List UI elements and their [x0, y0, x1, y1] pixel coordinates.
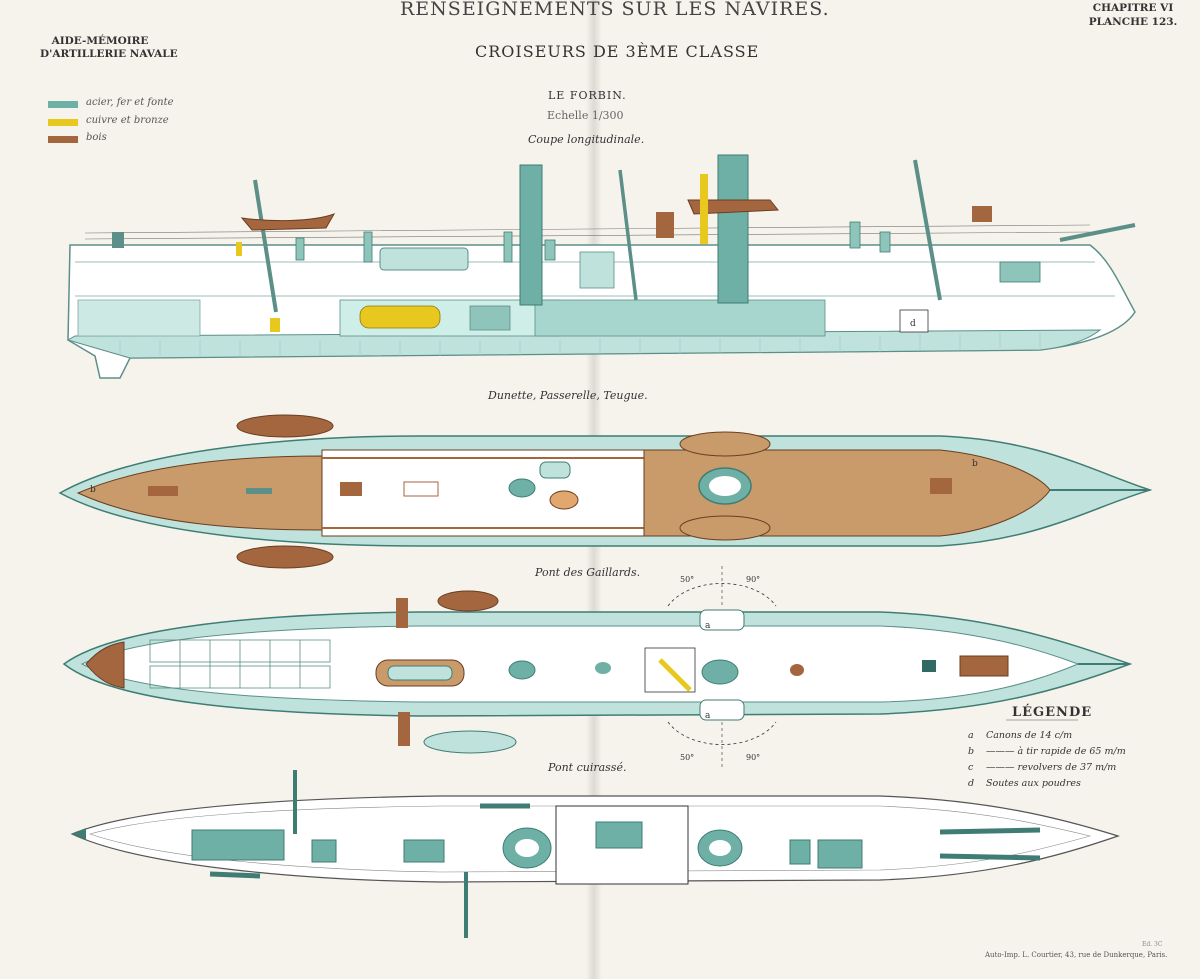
- forecastle-deck: [643, 449, 1051, 537]
- caption-armoured-deck: Pont cuirassé.: [548, 761, 627, 774]
- key-letter-b: b: [968, 746, 975, 757]
- key-row-a: a Canons de 14 c/m: [968, 730, 1072, 741]
- key-row-b: b ——— à tir rapide de 65 m/m: [968, 746, 1126, 757]
- plate-number: PLANCHE 123.: [1088, 16, 1178, 28]
- mark-a-starboard: a: [705, 711, 711, 721]
- chapter-label: CHAPITRE VI: [1092, 2, 1174, 14]
- corner-note: Ed. 3C: [1142, 941, 1163, 948]
- armoured-deck-plan: [70, 770, 1120, 938]
- longitudinal-section-view: d: [66, 154, 1136, 379]
- key-row-c: c ——— revolvers de 37 m/m: [968, 762, 1116, 773]
- mizzen-mast: [618, 169, 638, 301]
- funnel-aft: [519, 164, 543, 306]
- sponson-port: [699, 609, 745, 631]
- key-text-d: Soutes aux poudres: [986, 778, 1081, 789]
- capstan-area: [959, 655, 1009, 677]
- mark-d-section: d: [910, 319, 916, 329]
- mark-b-forecastle: b: [972, 459, 978, 469]
- legend-swatch-bronze: [48, 119, 78, 126]
- key-row-d: d Soutes aux poudres: [968, 778, 1081, 789]
- ship-name: LE FORBIN.: [548, 89, 627, 102]
- printer-imprint: Auto-Imp. L. Courtier, 43, rue de Dunker…: [985, 951, 1168, 959]
- deckhouse-aft: [379, 247, 469, 271]
- arc-label-1: 50°: [680, 575, 694, 584]
- caption-upper-decks: Dunette, Passerelle, Teugue.: [488, 389, 648, 402]
- book-title-line2: D'ARTILLERIE NAVALE: [40, 48, 178, 60]
- arc-label-4: 90°: [746, 753, 760, 762]
- key-text-c: ——— revolvers de 37 m/m: [986, 762, 1117, 773]
- main-deck-plan: a a 50° 90° 50° 90°: [62, 566, 1133, 768]
- arc-label-2: 90°: [746, 575, 760, 584]
- plate-banner: RENSEIGNEMENTS SUR LES NAVIRES.: [400, 0, 830, 20]
- boat-aft: [240, 213, 336, 231]
- foremast: [913, 159, 942, 301]
- key-letter-a: a: [968, 730, 974, 741]
- magazine-d-section: [899, 309, 929, 333]
- book-title-line1: AIDE-MÉMOIRE: [51, 35, 149, 47]
- caption-longitudinal-section: Coupe longitudinale.: [528, 133, 645, 146]
- key-letter-d: d: [968, 778, 975, 789]
- boiler-room: [534, 299, 826, 337]
- stern-fitting: [112, 232, 124, 248]
- key-text-b: ——— à tir rapide de 65 m/m: [986, 746, 1126, 757]
- scale-label: Echelle 1/300: [547, 109, 624, 122]
- sponson-starboard: [699, 699, 745, 721]
- mark-b-poop: b: [90, 485, 96, 495]
- legend-label-steel: acier, fer et fonte: [86, 97, 174, 108]
- boat-fore: [687, 199, 780, 215]
- firing-arc-port: [667, 583, 777, 607]
- arc-label-3: 50°: [680, 753, 694, 762]
- mainmast: [253, 179, 278, 313]
- firing-arc-starboard: [667, 721, 777, 745]
- bow-gun: [1059, 223, 1136, 242]
- poop-deck: [76, 455, 323, 531]
- caption-main-deck: Pont des Gaillards.: [535, 566, 641, 579]
- key-text-a: Canons de 14 c/m: [986, 730, 1073, 741]
- engine-cylinder: [359, 305, 441, 329]
- legend-label-wood: bois: [86, 132, 107, 143]
- legend-swatch-wood: [48, 136, 78, 143]
- funnel-fore: [717, 154, 749, 304]
- key-letter-c: c: [968, 762, 974, 773]
- legend-swatch-steel: [48, 101, 78, 108]
- mark-a-port: a: [705, 621, 711, 631]
- ship-class-title: CROISEURS DE 3ÈME CLASSE: [475, 42, 760, 61]
- upper-decks-plan: b b: [58, 414, 1153, 569]
- key-title: LÉGENDE: [1012, 705, 1093, 720]
- legend-label-bronze: cuivre et bronze: [86, 115, 169, 126]
